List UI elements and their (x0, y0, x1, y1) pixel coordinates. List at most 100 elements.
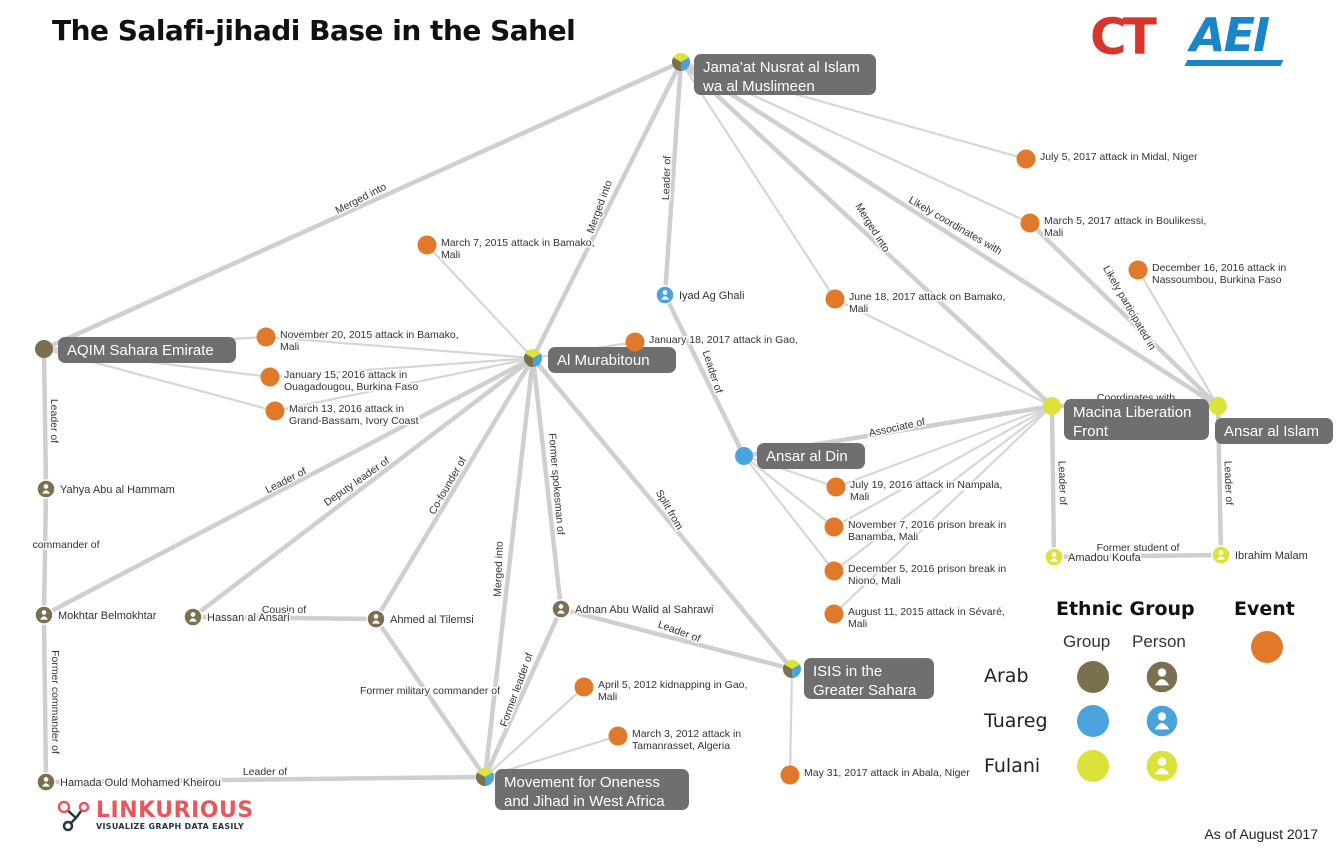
event-node-e-bamnov[interactable]: November 20, 2015 attack in Bamako,Mali (256, 327, 460, 354)
aei-logo-underline (1184, 60, 1284, 66)
event-edge-murab-e_bam15 (426, 244, 534, 359)
group-node-murab[interactable]: Al Murabitoun (524, 347, 676, 373)
person-node-adnan[interactable]: Adnan Abu Walid al Sahrawi (551, 599, 715, 619)
person-label: Iyad Ag Ghali (679, 290, 744, 302)
legend-group-swatch-tuareg (1077, 705, 1109, 737)
group-node-aqim[interactable]: AQIM Sahara Emirate (35, 337, 236, 363)
node-label-box (1064, 399, 1209, 440)
edge-label: Former leader of (498, 651, 536, 728)
event-label: January 18, 2017 attack in Gao, (649, 334, 798, 346)
person-label: Yahya Abu al Hammam (60, 484, 175, 496)
person-node-ahmed[interactable]: Ahmed al Tilemsi (366, 609, 475, 629)
person-node-mokhtar[interactable]: Mokhtar Belmokhtar (34, 605, 158, 625)
edge-label: Leader of (1221, 461, 1235, 506)
event-label: July 5, 2017 attack in Midal, Niger (1040, 151, 1198, 163)
event-edge-mlf-e_sevare (833, 405, 1053, 615)
node-label: ISIS in the (813, 663, 882, 680)
legend-symbols (1077, 631, 1283, 783)
event-label: Mali (598, 691, 617, 703)
event-edge-mlf-e_banam (833, 405, 1053, 528)
as-of-date: As of August 2017 (1204, 826, 1318, 842)
edge-label: Likely participated in (1100, 264, 1158, 353)
edge-label: Leader of (243, 766, 287, 778)
legend-group-label: Group (1063, 632, 1111, 651)
edge-hassan-murab (191, 356, 535, 619)
person-node-iyad[interactable]: Iyad Ag Ghali (655, 285, 746, 305)
event-node-e-bam17[interactable]: June 18, 2017 attack on Bamako,Mali (825, 289, 1007, 316)
event-node-e-sevare[interactable]: August 11, 2015 attack in Sévaré,Mali (824, 604, 1006, 631)
event-label: December 5, 2016 prison break in (848, 563, 1006, 575)
person-node-hassan[interactable]: Hassan al Ansari (183, 607, 291, 627)
aei-logo: AEI (1190, 8, 1270, 62)
edge-adnan-mujao (482, 608, 564, 778)
legend-person-label: Person (1132, 632, 1186, 651)
edge-label: Former student of (1097, 542, 1180, 554)
event-node-e-abala[interactable]: May 31, 2017 attack in Abala, Niger (780, 765, 972, 785)
person-node-amadou[interactable]: Amadou Koufa (1044, 547, 1143, 567)
event-label: Mali (848, 618, 867, 630)
event-label: Mali (1044, 227, 1063, 239)
person-node-ibrahim[interactable]: Ibrahim Malam (1211, 545, 1309, 565)
edge-label: Leader of (1055, 461, 1069, 506)
event-label: November 7, 2016 prison break in (848, 519, 1006, 531)
event-node-e-namp[interactable]: July 19, 2016 attack in Nampala,Mali (826, 477, 1004, 504)
edge-label: Leader of (48, 399, 60, 443)
node-label-box (495, 769, 689, 810)
event-edge-isgs-e_abala (788, 668, 794, 776)
node-label: and Jihad in West Africa (504, 793, 665, 810)
node-label: Al Murabitoun (557, 352, 650, 369)
group-node-ansislam[interactable]: Ansar al Islam (1209, 397, 1333, 444)
event-label: Mali (850, 491, 869, 503)
event-edge-mlf-e_bam17 (834, 298, 1053, 407)
edge-mokhtar-hamada (41, 614, 49, 783)
node-label: Ansar al Islam (1224, 423, 1319, 440)
node-label: Greater Sahara (813, 682, 917, 699)
node-label: wa al Muslimeen (702, 78, 815, 95)
node-label: Front (1073, 423, 1109, 440)
group-node-ansdin[interactable]: Ansar al Din (735, 443, 865, 469)
event-edge-mlf-e_niono (833, 405, 1053, 572)
legend-person-swatch-fulani (1145, 749, 1179, 783)
edge-label: Associate of (868, 416, 927, 440)
event-label: Mali (441, 249, 460, 261)
node-label-box (1215, 418, 1333, 444)
person-node-yahya[interactable]: Yahya Abu al Hammam (36, 479, 176, 499)
event-node-e-bam15[interactable]: March 7, 2015 attack in Bamako,Mali (417, 235, 596, 262)
event-label: Mali (849, 303, 868, 315)
edge-label: Merged into (492, 541, 506, 597)
edge-yahya-aqim (41, 348, 49, 490)
event-node-e-gao17[interactable]: January 18, 2017 attack in Gao, (625, 332, 799, 352)
edge-hamada-mujao (45, 774, 486, 785)
person-node-hamada[interactable]: Hamada Ould Mohamed Kheirou (36, 772, 222, 792)
edge-ahmed-mujao (374, 617, 487, 779)
edge-adnan-isgs (560, 606, 793, 672)
legend-ethnic-title: Ethnic Group (1056, 598, 1195, 620)
event-node-e-gao12[interactable]: April 5, 2012 kidnapping in Gao,Mali (574, 677, 749, 704)
event-label: Niono, Mali (848, 575, 901, 587)
event-node-e-boul[interactable]: March 5, 2017 attack in Boulikessi,Mali (1020, 213, 1208, 240)
event-label: Mali (280, 341, 299, 353)
event-label: Grand-Bassam, Ivory Coast (289, 415, 419, 427)
event-label: May 31, 2017 attack in Abala, Niger (804, 767, 970, 779)
event-label: August 11, 2015 attack in Sévaré, (848, 606, 1005, 618)
edge-isgs-murab (531, 356, 794, 671)
node-label-box (58, 337, 236, 363)
event-node-e-midal[interactable]: July 5, 2017 attack in Midal, Niger (1016, 149, 1200, 169)
event-label: March 3, 2012 attack in (632, 728, 741, 740)
person-label: Adnan Abu Walid al Sahrawi (575, 604, 713, 616)
event-node-e-banam[interactable]: November 7, 2016 prison break inBanamba,… (824, 517, 1008, 544)
edge-murab-jnim (530, 60, 684, 360)
edge-ahmed-murab (374, 356, 535, 621)
